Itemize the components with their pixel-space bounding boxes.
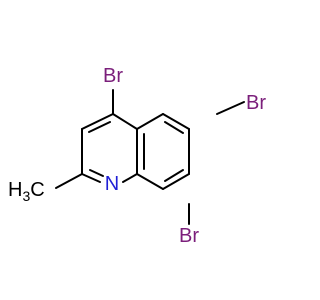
double-bond-c3-c4 [88, 121, 111, 133]
bond-c3-c4 [81, 113, 114, 130]
bond-c5-c6 [162, 113, 190, 130]
bromine-label-right: Br [246, 92, 266, 114]
bond-c4a-c5 [136, 113, 164, 130]
atom-labels: Br Br Br N H3C [8, 65, 266, 247]
bond-c8a-n [122, 173, 138, 183]
bromine-label-bottom: Br [179, 225, 199, 247]
bond-c4-c4a [112, 113, 138, 130]
double-bond-c7-c8 [164, 169, 184, 182]
double-bond-c5-c6 [164, 121, 184, 134]
bond-c7-c8 [162, 173, 190, 190]
bond-c6-br [216, 101, 245, 115]
bond-n-c2 [81, 173, 101, 183]
methyl-h: H [8, 179, 22, 201]
methyl-c: C [30, 179, 44, 201]
structure-diagram: Br Br Br N H3C [8, 65, 266, 247]
nitrogen-label: N [105, 173, 119, 195]
double-bond-c2-n [89, 169, 104, 177]
methyl-label: H3C [8, 179, 45, 204]
bonds [55, 89, 245, 225]
bond-c2-methyl [55, 173, 83, 189]
bromine-label-top: Br [103, 65, 123, 87]
methyl-subscript: 3 [22, 188, 30, 204]
bond-c8-c8a [136, 173, 164, 190]
